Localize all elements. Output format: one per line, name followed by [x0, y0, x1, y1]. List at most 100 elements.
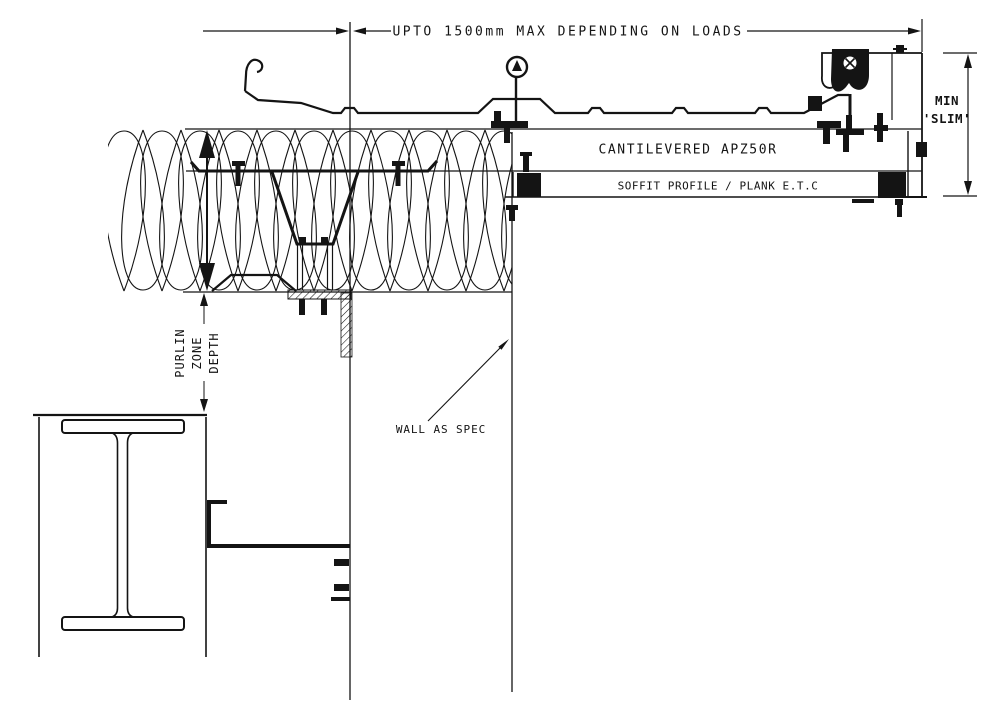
sheet-end-closure [808, 96, 822, 111]
insulation-loop [254, 130, 298, 292]
screw-head [520, 152, 532, 156]
insulation-loop [159, 129, 203, 291]
arrowhead-icon [498, 339, 509, 350]
purlin-zone-dimension: PURLIN ZONE DEPTH [173, 293, 221, 412]
wall-fixings [331, 559, 350, 601]
arrowhead-up-icon [964, 54, 972, 68]
wall-face-connector [506, 205, 518, 221]
insulation-loop [197, 129, 241, 291]
halter-detail [844, 57, 856, 69]
beam-bottom-flange [61, 616, 185, 631]
arrowhead-down-icon [964, 181, 972, 195]
insulation-loop [108, 130, 146, 292]
screw-icon [823, 128, 830, 144]
soffit-end-block [878, 172, 906, 198]
screw-icon [494, 111, 501, 121]
bolt-icon [334, 584, 349, 591]
soffit-assembly: SOFFIT PROFILE / PLANK E.T.C [505, 152, 908, 217]
wall-note: WALL AS SPEC [396, 339, 509, 436]
screw-icon [877, 113, 883, 142]
wall-packing-hatched [340, 292, 353, 358]
arrowhead-left-icon [353, 27, 366, 35]
screw-icon [843, 135, 849, 152]
purlin-zone-text-line3: DEPTH [207, 332, 221, 373]
insulation-loop [216, 130, 260, 292]
cantilever-label: CANTILEVERED APZ50R [598, 143, 777, 158]
arrowhead-right-icon [336, 27, 349, 35]
insulation-quilt [108, 129, 512, 292]
arrowhead-up-icon [200, 293, 208, 306]
insulation-loop [406, 130, 450, 292]
insulation-loop [178, 130, 222, 292]
soffit-label: SOFFIT PROFILE / PLANK E.T.C [618, 180, 819, 193]
spacer-clip [232, 161, 245, 186]
clip-body [235, 166, 241, 186]
standing-seam-clip [491, 55, 529, 143]
beam-top-flange [61, 419, 185, 434]
seam-roll [505, 55, 529, 79]
roof-sheet-drip-curl [243, 58, 264, 92]
screw-icon [523, 156, 529, 172]
insulation-loop [387, 129, 431, 291]
insulation-loop [235, 129, 279, 291]
bolt-icon [897, 205, 902, 217]
steel-beam [33, 413, 207, 657]
screw-icon [504, 128, 510, 143]
insulation-loop [463, 129, 507, 291]
bolt-head [895, 199, 903, 205]
insulation-loop [121, 129, 165, 291]
liner-end-trapezoid [211, 273, 297, 292]
beam-web-right [126, 432, 134, 618]
insulation-loop [292, 130, 336, 292]
fixing-bolt-icon [321, 299, 327, 315]
purlin-zone-text-line1: PURLIN [173, 328, 187, 377]
spacer-clip [392, 161, 405, 186]
eaves-fascia-assembly [808, 45, 927, 198]
insulation-loop [368, 130, 412, 292]
bolt-icon [334, 559, 349, 566]
beam-web-left [111, 432, 119, 618]
fascia-depth-text-line1: MIN [935, 93, 959, 108]
insulation-loop [330, 130, 374, 292]
purlin-zone-text-line2: ZONE [190, 337, 204, 370]
soffit-closure-tick [852, 199, 874, 203]
wall-note-label: WALL AS SPEC [396, 423, 486, 436]
connector-body [509, 210, 515, 221]
insulation-loop [482, 130, 512, 292]
insulation-loop [444, 130, 488, 292]
arrowhead-right-icon [908, 27, 921, 35]
halter-bracket [831, 49, 869, 92]
clip-body [395, 166, 401, 186]
fascia-depth-dimension: MIN 'SLIM' [923, 52, 977, 197]
side-fixing [916, 142, 927, 157]
connector-head [506, 205, 518, 210]
spacer-bar [189, 159, 439, 173]
clip-head [232, 161, 245, 166]
leader-line [427, 344, 504, 422]
bolt-icon [299, 237, 306, 244]
clip-foot [491, 121, 528, 128]
bolt-icon [321, 237, 328, 244]
insulation-loop [349, 129, 393, 291]
arrowhead-up-icon [199, 130, 215, 158]
top-dimension-text: UPTO 1500mm MAX DEPENDING ON LOADS [392, 25, 743, 40]
sheet-fixing-bar [817, 121, 841, 128]
seam-roll-detail [512, 60, 522, 71]
bracket-trapezoid [270, 171, 360, 246]
arrowhead-down-icon [200, 399, 208, 412]
soffit-end-block [517, 173, 541, 197]
insulation-loop [501, 161, 512, 285]
bridging-bracket [270, 171, 360, 315]
roof-sheet-profile [244, 90, 849, 115]
insulation-loop [425, 129, 469, 291]
halter-foot [836, 129, 864, 135]
insulation-loop [140, 130, 184, 292]
arrowhead-down-icon [199, 263, 215, 291]
top-dimension: UPTO 1500mm MAX DEPENDING ON LOADS [203, 19, 923, 52]
clip-head [392, 161, 405, 166]
screw-icon [846, 115, 852, 129]
wall-cleat-angle [207, 500, 350, 548]
fascia-depth-text-line2: 'SLIM' [923, 111, 971, 126]
